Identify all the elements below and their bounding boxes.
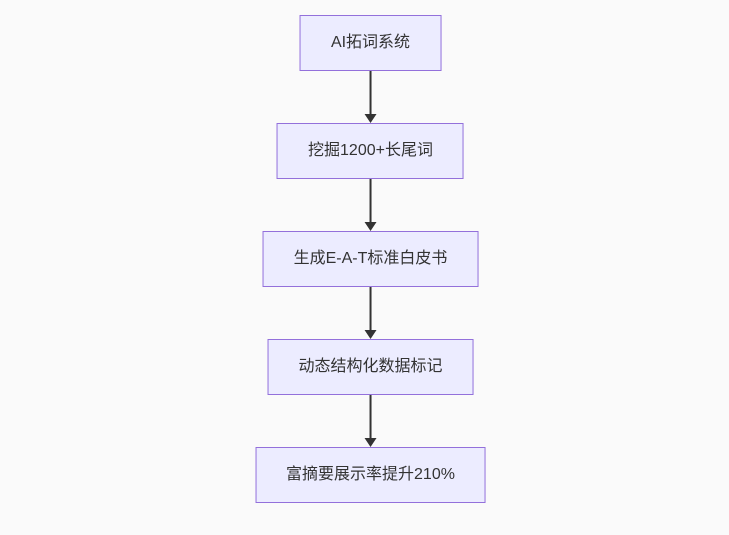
edge-line [369,71,372,114]
flow-node-4: 动态结构化数据标记 [267,339,474,395]
edge-line [369,287,372,330]
flow-node-label: AI拓词系统 [330,34,411,51]
flow-edge-4-5 [364,395,377,447]
flow-node-label: 动态结构化数据标记 [298,358,443,375]
arrowhead-down-icon [364,330,377,339]
flow-node-label: 生成E-A-T标准白皮书 [293,250,448,267]
flow-node-5: 富摘要展示率提升210% [255,447,486,503]
arrowhead-down-icon [364,438,377,447]
flow-edge-2-3 [364,179,377,231]
flow-node-label: 挖掘1200+长尾词 [308,142,433,159]
flow-edge-3-4 [364,287,377,339]
flow-node-1: AI拓词系统 [299,15,442,71]
flow-node-2: 挖掘1200+长尾词 [277,123,464,179]
arrowhead-down-icon [364,222,377,231]
edge-line [369,395,372,438]
edge-line [369,179,372,222]
flowchart: AI拓词系统 挖掘1200+长尾词 生成E-A-T标准白皮书 动态结构化数据标记 [255,15,486,503]
arrowhead-down-icon [364,114,377,123]
flow-edge-1-2 [364,71,377,123]
flow-node-label: 富摘要展示率提升210% [286,466,455,483]
flow-node-3: 生成E-A-T标准白皮书 [262,231,479,287]
